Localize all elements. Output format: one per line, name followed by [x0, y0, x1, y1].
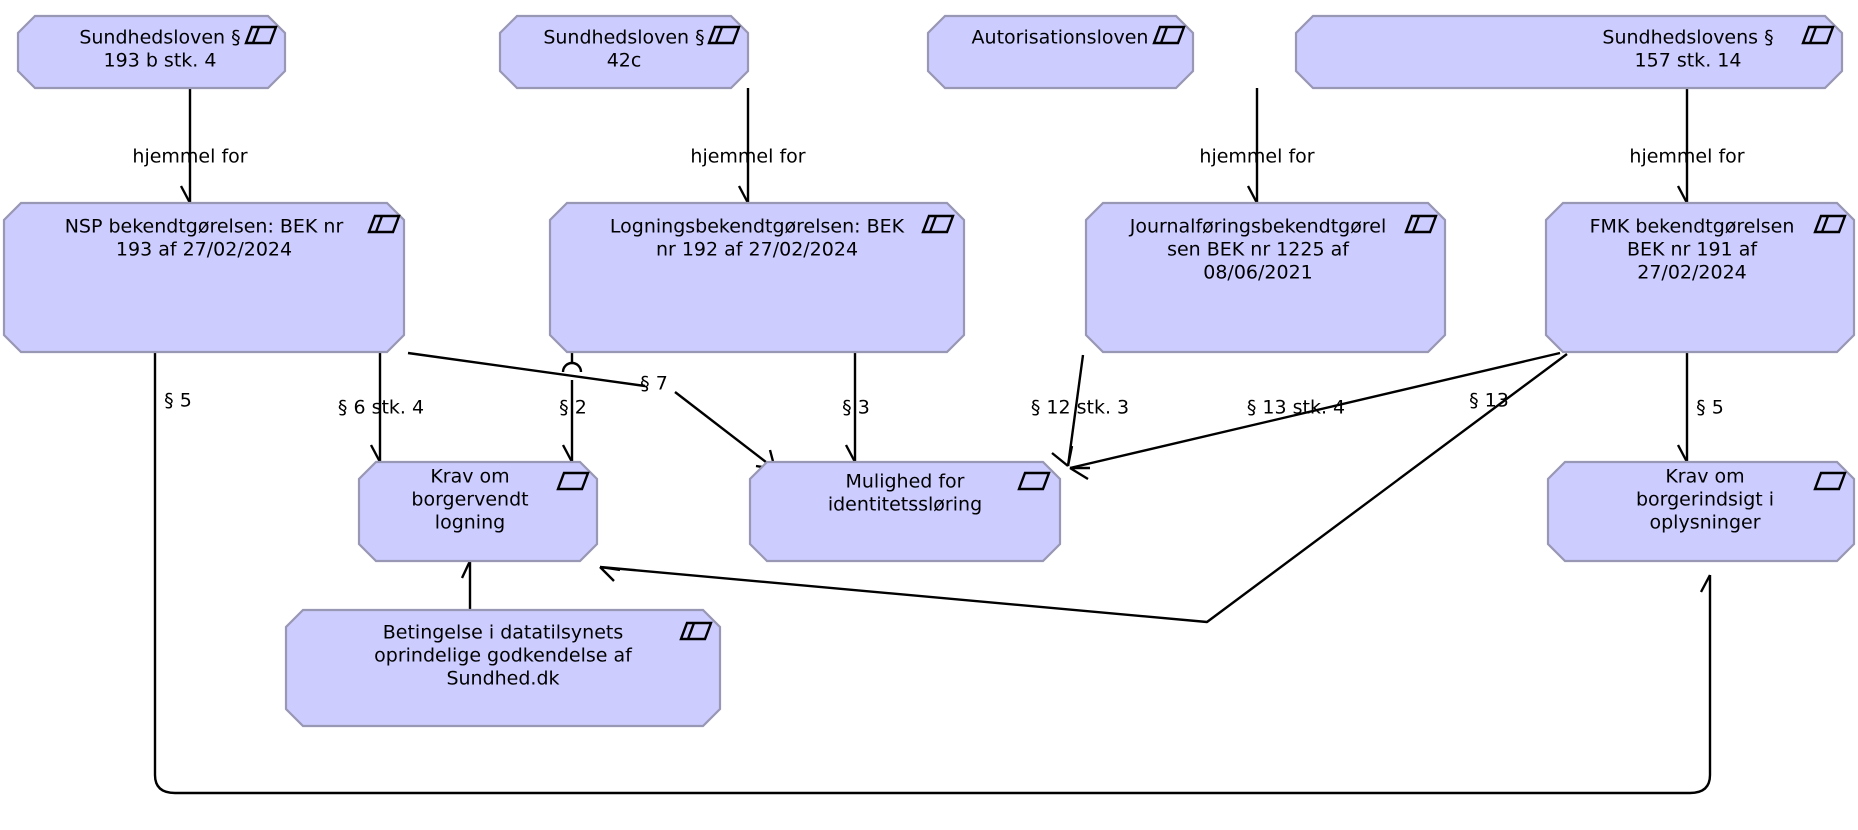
- edge-label-hjemmel-2: hjemmel for: [690, 146, 805, 168]
- law-parallelogram-split-icon: [367, 214, 401, 234]
- edge-label-par-2: § 2: [559, 397, 587, 419]
- node-krav-borgervendt-logning[interactable]: Krav om borgervendt logning: [357, 460, 599, 563]
- node-label-line: Sundhedsloven §: [543, 27, 704, 49]
- node-label-line: nr 192 af 27/02/2024: [656, 239, 858, 261]
- law-parallelogram-split-icon: [1813, 214, 1847, 234]
- law-parallelogram-split-icon: [679, 621, 713, 641]
- edge-label-hjemmel-4: hjemmel for: [1629, 146, 1744, 168]
- edge-par6stk4-nsp-logningkrav[interactable]: [369, 352, 382, 463]
- requirement-parallelogram-icon: [1017, 471, 1051, 491]
- node-label-line: 157 stk. 14: [1635, 50, 1742, 72]
- edges-layer: [153, 88, 1712, 795]
- node-label-line: 08/06/2021: [1203, 262, 1313, 284]
- node-label-line: Krav om: [1665, 466, 1744, 488]
- node-label-line: Journalføringsbekendtgørel: [1129, 216, 1386, 238]
- node-label-line: Sundhedslovens §: [1602, 27, 1773, 49]
- edge-label-par-13: § 13: [1469, 390, 1509, 412]
- edge-hjemmel-auto-journal[interactable]: [1246, 88, 1259, 204]
- edge-label-par-7: § 7: [640, 373, 668, 395]
- edge-label-hjemmel-3: hjemmel for: [1199, 146, 1314, 168]
- nodes-layer: Sundhedsloven § 193 b stk. 4 Sundhedslov…: [2, 14, 1856, 728]
- edge-labels-layer: hjemmel for hjemmel for hjemmel for hjem…: [132, 146, 1744, 419]
- edge-label-par-12-stk-3: § 12 stk. 3: [1031, 397, 1129, 419]
- edge-label-hjemmel-1: hjemmel for: [132, 146, 247, 168]
- edge-hjemmel-157-fmk[interactable]: [1676, 88, 1689, 204]
- node-fmk-bek[interactable]: FMK bekendtgørelsen BEK nr 191 af 27/02/…: [1544, 201, 1856, 354]
- node-label-line: Krav om: [430, 466, 509, 488]
- node-label-line: NSP bekendtgørelsen: BEK nr: [65, 216, 344, 238]
- node-mulighed-identitetssloring[interactable]: Mulighed for identitetssløring: [748, 460, 1062, 563]
- edge-betingelse-logningkrav[interactable]: [460, 560, 472, 610]
- node-label-line: Logningsbekendtgørelsen: BEK: [610, 216, 905, 238]
- edge-par13stk4-fmk-identitet[interactable]: [1069, 351, 1561, 481]
- node-label-line: Autorisationsloven: [972, 27, 1149, 49]
- node-label-line: sen BEK nr 1225 af: [1167, 239, 1350, 261]
- node-autorisationsloven[interactable]: Autorisationsloven: [926, 14, 1195, 90]
- edge-label-par-5-left: § 5: [164, 390, 192, 412]
- node-label-line: FMK bekendtgørelsen: [1590, 216, 1795, 238]
- node-label-line: oplysninger: [1649, 512, 1760, 534]
- law-parallelogram-split-icon: [1801, 25, 1835, 45]
- node-krav-borgerindsigt[interactable]: Krav om borgerindsigt i oplysninger: [1546, 460, 1856, 563]
- node-label-line: borgerindsigt i: [1636, 489, 1774, 511]
- requirement-parallelogram-icon: [1813, 471, 1847, 491]
- edge-label-par-3: § 3: [842, 397, 870, 419]
- edge-label-par-13-stk-4: § 13 stk. 4: [1247, 397, 1345, 419]
- node-label-line: 193 af 27/02/2024: [116, 239, 292, 261]
- edge-hjemmel-42c-logning[interactable]: [737, 88, 750, 204]
- law-parallelogram-split-icon: [1152, 25, 1186, 45]
- node-label-line: 193 b stk. 4: [104, 50, 217, 72]
- edge-label-par-5-right: § 5: [1696, 397, 1724, 419]
- law-parallelogram-split-icon: [921, 214, 955, 234]
- requirement-parallelogram-icon: [556, 471, 590, 491]
- node-sundhedsloven-193b[interactable]: Sundhedsloven § 193 b stk. 4: [16, 14, 287, 90]
- node-journalforing-bek[interactable]: Journalføringsbekendtgørel sen BEK nr 12…: [1084, 201, 1447, 354]
- node-label-line: 27/02/2024: [1637, 262, 1747, 284]
- node-label-line: Mulighed for: [845, 471, 964, 493]
- law-parallelogram-split-icon: [707, 25, 741, 45]
- node-label-line: Sundhed.dk: [446, 668, 559, 690]
- law-parallelogram-split-icon: [244, 25, 278, 45]
- edge-label-par-6-stk-4: § 6 stk. 4: [338, 397, 424, 419]
- edge-par7-nsp-identitet[interactable]: [407, 351, 777, 471]
- edge-par12stk3-journal-identitet[interactable]: [1051, 354, 1085, 467]
- edge-par5-fmk-borgerindsigt[interactable]: [1676, 352, 1689, 463]
- edge-hjemmel-193b-nsp[interactable]: [179, 88, 192, 204]
- node-label-line: oprindelige godkendelse af: [374, 645, 633, 667]
- node-label-line: identitetssløring: [828, 494, 982, 516]
- node-label-line: Sundhedsloven §: [79, 27, 240, 49]
- node-label-line: BEK nr 191 af: [1627, 239, 1758, 261]
- edge-par2-logning-logningkrav[interactable]: [561, 352, 583, 463]
- node-logning-bek[interactable]: Logningsbekendtgørelsen: BEK nr 192 af 2…: [548, 201, 966, 354]
- node-label-line: logning: [435, 512, 505, 534]
- node-nsp-bek[interactable]: NSP bekendtgørelsen: BEK nr 193 af 27/02…: [2, 201, 406, 354]
- node-label-line: 42c: [607, 50, 642, 72]
- node-betingelse-datatilsynet[interactable]: Betingelse i datatilsynets oprindelige g…: [284, 608, 722, 728]
- node-label-line: borgervendt: [411, 489, 528, 511]
- edge-par5-nsp-borgerindsigt[interactable]: [153, 352, 1712, 795]
- edge-par3-logning-identitet[interactable]: [844, 352, 857, 463]
- node-sundhedsloven-42c[interactable]: Sundhedsloven § 42c: [498, 14, 750, 90]
- law-parallelogram-split-icon: [1404, 214, 1438, 234]
- node-sundhedslovens-157[interactable]: Sundhedslovens § 157 stk. 14: [1294, 14, 1844, 90]
- edge-par13-fmk-logningkrav[interactable]: [599, 353, 1568, 624]
- node-label-line: Betingelse i datatilsynets: [383, 622, 624, 644]
